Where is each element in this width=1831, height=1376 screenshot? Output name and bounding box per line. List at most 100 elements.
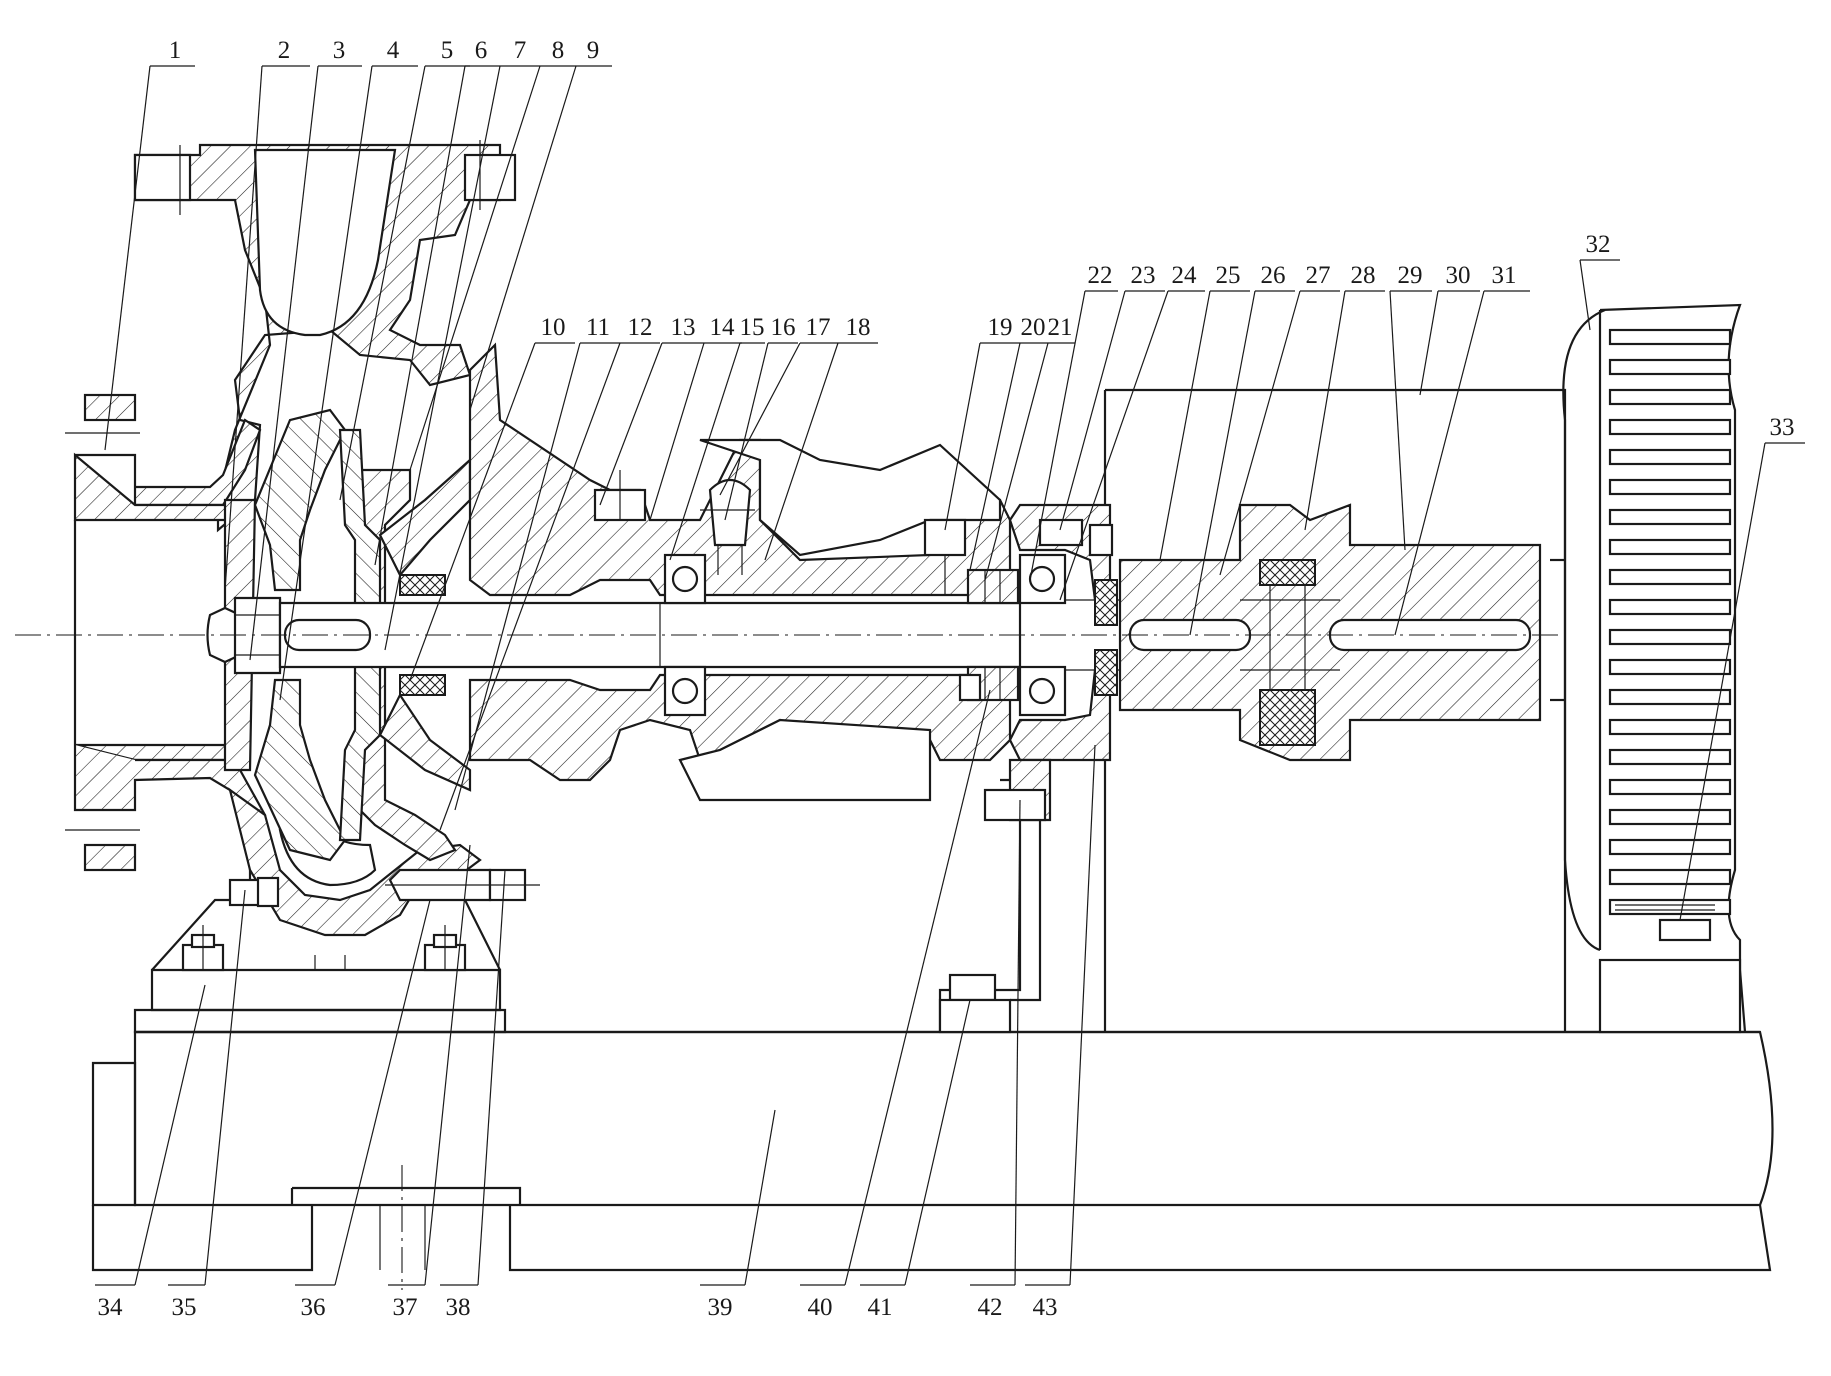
label-leader: [249, 65, 319, 661]
mechanical-seal: [378, 457, 472, 792]
part-number-label: 23: [1131, 262, 1156, 289]
part-number-label: 24: [1172, 262, 1198, 289]
part-number-label: 43: [1033, 1294, 1058, 1321]
part-number-label: 15: [740, 314, 765, 341]
label-leader: [1679, 442, 1766, 921]
label-leader: [944, 342, 981, 531]
bearing-housing: [468, 342, 1012, 802]
part-number-label: 18: [846, 314, 871, 341]
label-leader: [384, 65, 501, 651]
coupling: [1118, 503, 1542, 762]
motor-fin: [1608, 448, 1732, 466]
part-number-label: 7: [514, 37, 527, 64]
motor-fin: [1608, 838, 1732, 856]
label-leader: [224, 65, 263, 591]
part-number-label: 3: [333, 37, 346, 64]
label-leader: [409, 342, 536, 681]
label-leader: [1219, 290, 1301, 576]
label-leader: [1394, 290, 1485, 636]
label-leader: [719, 342, 801, 496]
motor-fin: [1608, 478, 1732, 496]
part-number-label: 35: [172, 1294, 197, 1321]
housing-bolt-b: [923, 518, 967, 595]
label-leader: [669, 342, 741, 561]
label-leader: [1579, 259, 1591, 331]
label-leader: [844, 689, 991, 1286]
part-number-label: 20: [1021, 314, 1046, 341]
label-leader: [104, 65, 151, 451]
label-leader: [984, 342, 1049, 581]
part-number-label: 21: [1048, 314, 1073, 341]
label-leader: [439, 342, 621, 831]
label-leader: [649, 342, 705, 521]
part-number-label: 39: [708, 1294, 733, 1321]
label-leader: [744, 1109, 776, 1286]
label-leader: [204, 889, 246, 1286]
label-leader: [469, 65, 577, 411]
bearing-end-cover: [1008, 503, 1118, 762]
part-number-label: 41: [868, 1294, 893, 1321]
motor-fin: [1608, 538, 1732, 556]
label-leader: [904, 999, 971, 1286]
motor-fin: [1608, 418, 1732, 436]
label-leader: [1059, 290, 1169, 601]
part-number-label: 26: [1261, 262, 1286, 289]
part-number-label: 37: [393, 1294, 418, 1321]
part-number-label: 36: [301, 1294, 326, 1321]
motor: [1562, 303, 1747, 1034]
motor-fin: [1608, 628, 1732, 646]
motor-fin: [1608, 358, 1732, 376]
motor-fin: [1608, 688, 1732, 706]
motor-fin: [1608, 748, 1732, 766]
part-number-label: 5: [441, 37, 454, 64]
label-leader: [477, 869, 506, 1286]
part-number-label: 9: [587, 37, 600, 64]
part-number-label: 4: [387, 37, 400, 64]
motor-fin: [1608, 568, 1732, 586]
label-leader: [1189, 290, 1256, 636]
label-leader: [1069, 744, 1096, 1286]
part-number-label: 30: [1446, 262, 1471, 289]
part-number-label: 40: [808, 1294, 833, 1321]
housing-bolt-a: [593, 470, 647, 522]
label-leader: [279, 65, 373, 701]
label-leader: [969, 342, 1021, 571]
part-number-label: 22: [1088, 262, 1113, 289]
label-leader: [724, 342, 769, 521]
motor-fin: [1608, 898, 1732, 916]
part-number-label: 17: [806, 314, 831, 341]
part-number-label: 6: [475, 37, 488, 64]
part-number-label: 38: [446, 1294, 471, 1321]
label-leader: [1419, 290, 1439, 396]
label-leader: [339, 65, 426, 501]
motor-fin: [1608, 508, 1732, 526]
motor-fin: [1608, 808, 1732, 826]
part-number-label: 8: [552, 37, 565, 64]
label-leader: [374, 65, 466, 566]
label-leader: [1059, 290, 1126, 531]
motor-fin: [1608, 388, 1732, 406]
motor-fin: [1608, 778, 1732, 796]
motor-fin: [1608, 328, 1732, 346]
bearing-support: [938, 758, 1052, 1034]
foot-bolt-left: [181, 925, 225, 972]
part-number-label: 10: [541, 314, 566, 341]
motor-cooling-fins: [1608, 328, 1732, 916]
part-number-label: 28: [1351, 262, 1376, 289]
part-number-label: 25: [1216, 262, 1241, 289]
motor-fin: [1608, 658, 1732, 676]
motor-fin: [1608, 598, 1732, 616]
bearing-front: [663, 553, 707, 717]
part-number-label: 27: [1306, 262, 1331, 289]
label-leader: [1014, 799, 1021, 1286]
part-number-label: 16: [771, 314, 796, 341]
label-leader: [1159, 290, 1211, 561]
label-leader: [1304, 290, 1346, 531]
part-number-label: 33: [1770, 414, 1795, 441]
label-leader: [334, 899, 431, 1286]
label-leader: [1029, 290, 1086, 581]
part-number-label: 13: [671, 314, 696, 341]
part-number-label: 34: [98, 1294, 124, 1321]
